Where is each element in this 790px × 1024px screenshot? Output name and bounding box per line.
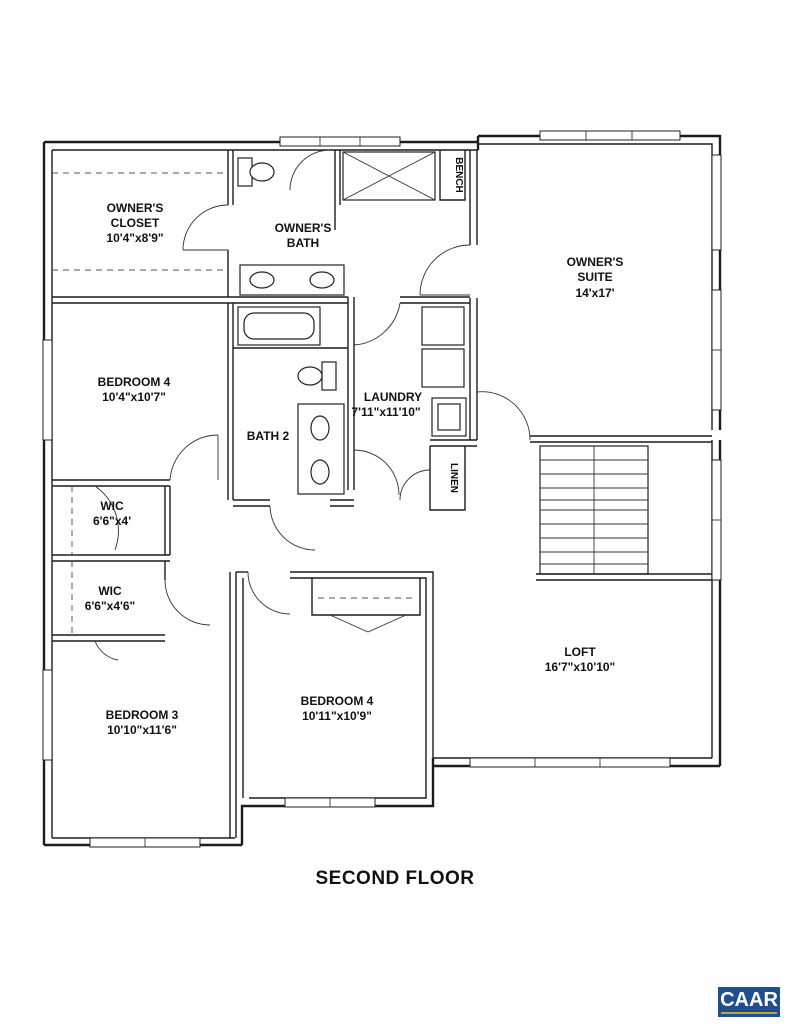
owners-closet-label-2: CLOSET <box>111 216 160 230</box>
stairs <box>536 445 712 581</box>
room-labels: OWNER'S CLOSET 10'4"x8'9" OWNER'S BATH B… <box>85 157 624 737</box>
caar-logo-accent <box>721 1012 777 1014</box>
windows <box>42 130 722 848</box>
bedroom-4-upper-label: BEDROOM 4 <box>98 375 171 389</box>
owners-suite-label-2: SUITE <box>577 270 612 284</box>
owners-closet-dims: 10'4"x8'9" <box>106 231 163 245</box>
dashed-lines <box>52 172 414 635</box>
owners-suite-label-1: OWNER'S <box>567 255 624 269</box>
wic-upper-label: WIC <box>100 499 124 513</box>
bedroom-3-dims: 10'10"x11'6" <box>107 723 177 737</box>
bedroom-3-label: BEDROOM 3 <box>106 708 179 722</box>
laundry-dims: 7'11"x11'10" <box>351 405 420 419</box>
interior-walls <box>52 150 712 838</box>
bedroom-4-upper-dims: 10'4"x10'7" <box>102 390 166 404</box>
loft-dims: 16'7"x10'10" <box>545 660 615 674</box>
bedroom-4-lower-dims: 10'11"x10'9" <box>302 709 372 723</box>
owners-bath-label-2: BATH <box>287 236 319 250</box>
caar-logo: CAAR <box>718 987 780 1017</box>
owners-bath-label-1: OWNER'S <box>275 221 332 235</box>
owners-suite-dims: 14'x17' <box>575 286 614 300</box>
floor-title: SECOND FLOOR <box>315 868 475 889</box>
door-swings <box>94 149 531 661</box>
wic-lower-label: WIC <box>98 584 122 598</box>
caar-logo-text: CAAR <box>720 989 778 1011</box>
bench-label: BENCH <box>453 157 464 193</box>
wic-lower-dims: 6'6"x4'6" <box>85 599 135 613</box>
fixtures <box>237 151 467 495</box>
laundry-label: LAUNDRY <box>364 390 422 404</box>
loft-label: LOFT <box>564 645 596 659</box>
bath-2-label: BATH 2 <box>247 429 290 443</box>
bedroom-4-lower-label: BEDROOM 4 <box>301 694 374 708</box>
owners-closet-label-1: OWNER'S <box>107 201 164 215</box>
linen-label: LINEN <box>448 463 459 493</box>
wic-upper-dims: 6'6"x4' <box>93 514 131 528</box>
